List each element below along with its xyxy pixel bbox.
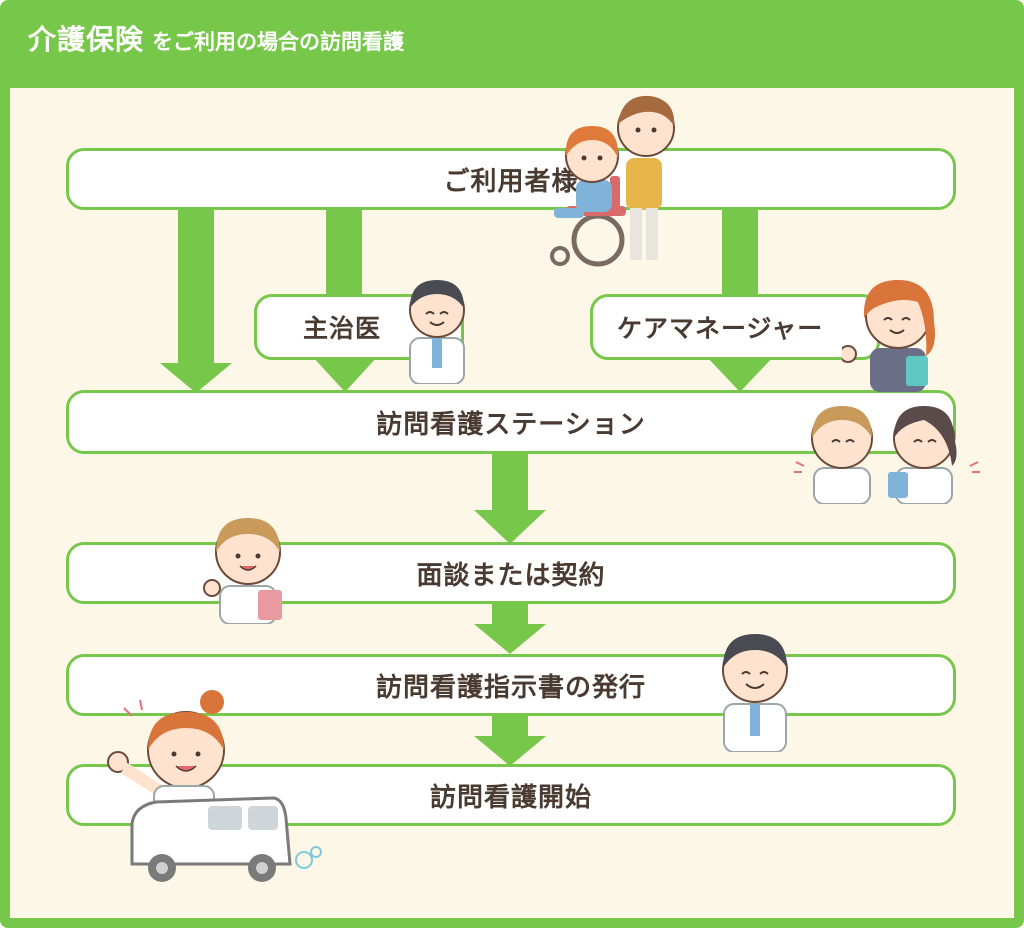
nurse-car-illustration (107, 690, 322, 882)
box-start: 訪問看護開始 (66, 764, 956, 826)
arrow-user-to-caremanager (722, 205, 758, 297)
doctor-illustration (409, 280, 465, 384)
arrow-caremanager-to-station (706, 356, 774, 392)
box-user: ご利用者様 (66, 148, 956, 210)
wheelchair-caregiver-illustration (550, 95, 675, 267)
page-title: 介護保険 をご利用の場合の訪問看護 (28, 18, 404, 68)
nurse-clipboard-illustration (203, 518, 282, 624)
arrow-instruction-to-start (474, 714, 546, 766)
arrow-interview-to-instruction (474, 602, 546, 654)
care-manager-illustration (842, 280, 935, 392)
nurses-illustration (794, 406, 980, 504)
arrow-user-to-station (160, 205, 232, 393)
arrow-doctor-to-station (312, 356, 378, 392)
arrow-user-to-doctor (326, 205, 362, 297)
box-care-manager: ケアマネージャー (590, 294, 880, 360)
arrow-station-to-interview (474, 450, 546, 544)
title-sub: をご利用の場合の訪問看護 (152, 30, 405, 54)
doctor-instruction-illustration (722, 634, 788, 752)
title-main: 介護保険 (28, 23, 145, 56)
box-station: 訪問看護ステーション (66, 390, 956, 454)
